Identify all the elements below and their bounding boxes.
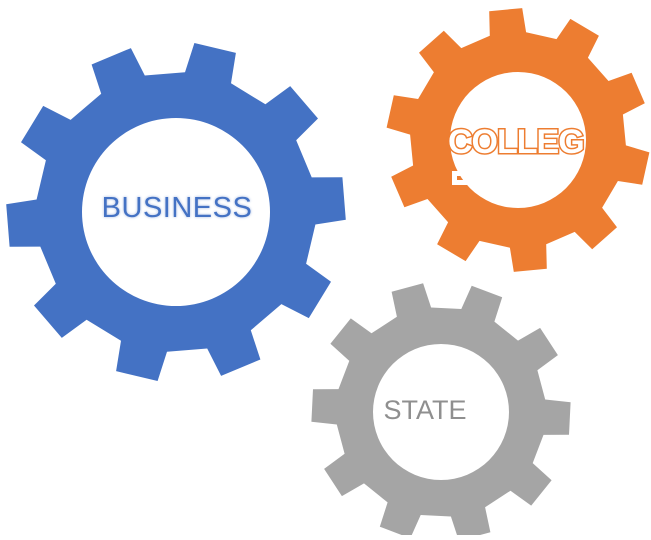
business-gear-label: BUSINESS bbox=[101, 192, 253, 224]
state-gear bbox=[311, 283, 571, 540]
college-gear-label-frame: COLLEG bbox=[448, 124, 593, 160]
college-label-overflow-fragment bbox=[452, 171, 468, 185]
college-gear bbox=[386, 8, 650, 272]
college-gear-label: COLLEG bbox=[448, 124, 586, 160]
state-gear-label: STATE bbox=[383, 395, 467, 425]
business-gear bbox=[6, 43, 346, 381]
